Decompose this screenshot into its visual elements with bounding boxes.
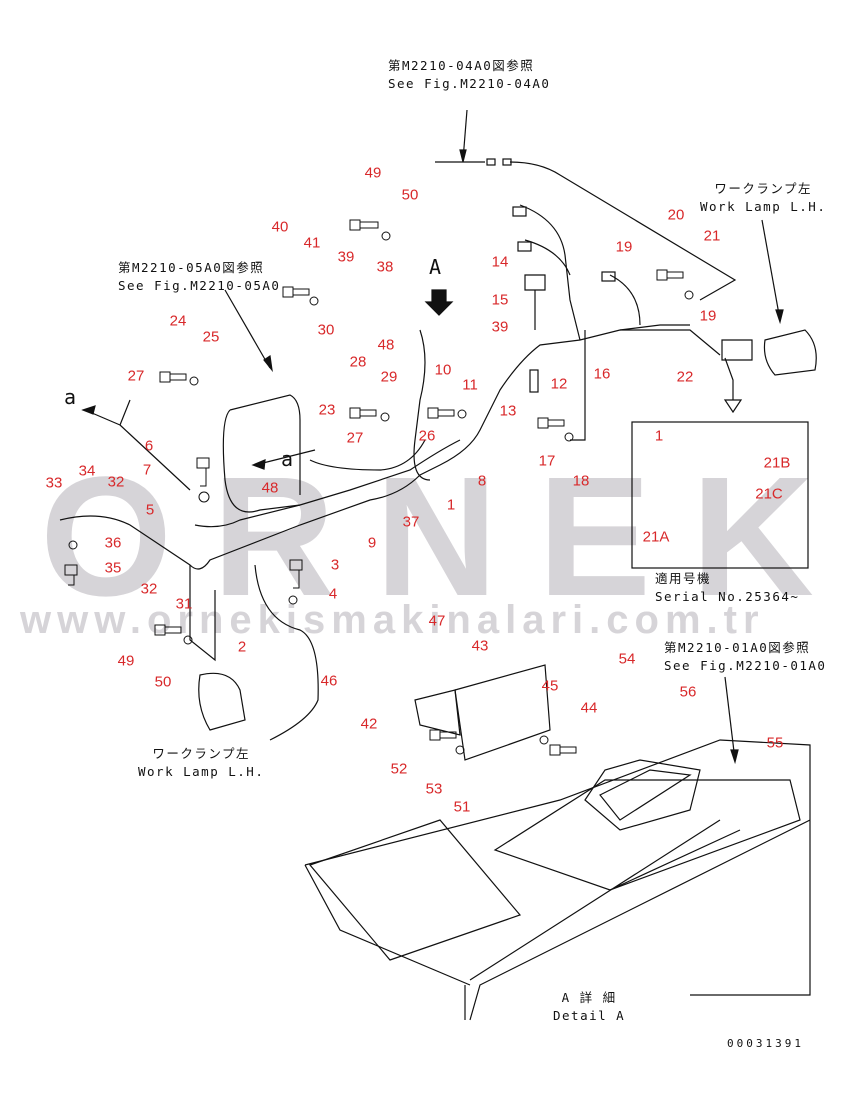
part-callout: 6	[144, 437, 154, 455]
part-callout: 49	[364, 164, 382, 182]
work-lamp-en: Work Lamp L.H.	[138, 764, 265, 779]
part-callout: 26	[418, 427, 436, 445]
part-callout: 34	[78, 462, 96, 480]
part-callout: 48	[261, 479, 279, 497]
part-callout: 49	[117, 652, 135, 670]
part-callout: 47	[428, 612, 446, 630]
part-callout: 44	[580, 699, 598, 717]
part-callout: 32	[140, 580, 158, 598]
work-lamp-caption-top: ワークランプ左 Work Lamp L.H.	[700, 180, 826, 216]
watermark-url: www.ornekismakinalari.com.tr	[20, 598, 765, 642]
part-callout: 40	[271, 218, 289, 236]
work-lamp-jp: ワークランプ左	[152, 746, 250, 761]
part-callout: 45	[541, 677, 559, 695]
reference-left-jp: 第M2210-05A0図参照	[118, 260, 265, 275]
part-callout: 27	[127, 367, 145, 385]
part-callout: 7	[142, 461, 152, 479]
part-callout: 24	[169, 312, 187, 330]
view-marker-a: a	[281, 447, 295, 471]
part-callout: 55	[766, 734, 784, 752]
serial-en: Serial No.25364~	[655, 589, 800, 604]
work-lamp-caption-bottom: ワークランプ左 Work Lamp L.H.	[138, 745, 264, 781]
part-callout: 15	[491, 291, 509, 309]
part-callout: 50	[154, 673, 172, 691]
part-callout: 41	[303, 234, 321, 252]
reference-left-en: See Fig.M2210-05A0	[118, 278, 281, 293]
part-callout: 8	[477, 472, 487, 490]
part-callout: 2	[237, 638, 247, 656]
view-marker-a: a	[64, 385, 78, 409]
view-marker-A: A	[429, 255, 443, 279]
reference-top: 第M2210-04A0図参照 See Fig.M2210-04A0	[388, 57, 550, 93]
part-callout: 56	[679, 683, 697, 701]
part-callout: 35	[104, 559, 122, 577]
part-callout: 33	[45, 474, 63, 492]
part-callout: 10	[434, 361, 452, 379]
part-callout: 14	[491, 253, 509, 271]
part-callout: 23	[318, 401, 336, 419]
reference-right-jp: 第M2210-01A0図参照	[664, 640, 811, 655]
reference-right-en: See Fig.M2210-01A0	[664, 658, 827, 673]
reference-left: 第M2210-05A0図参照 See Fig.M2210-05A0	[118, 259, 280, 295]
part-callout: 42	[360, 715, 378, 733]
reference-top-jp: 第M2210-04A0図参照	[388, 58, 535, 73]
part-callout: 22	[676, 368, 694, 386]
inset-callout: 21A	[642, 528, 670, 546]
serial-caption: 適用号機 Serial No.25364~	[655, 570, 799, 606]
part-callout: 32	[107, 473, 125, 491]
work-lamp-en: Work Lamp L.H.	[700, 199, 827, 214]
part-callout: 36	[104, 534, 122, 552]
inset-callout: 21C	[755, 485, 783, 503]
detail-jp: A 詳 細	[561, 990, 617, 1005]
inset-callout: 21B	[763, 454, 791, 472]
part-callout: 13	[499, 402, 517, 420]
drawing-number: 00031391	[727, 1037, 804, 1050]
part-callout: 20	[667, 206, 685, 224]
part-callout: 4	[328, 585, 338, 603]
work-lamp-jp: ワークランプ左	[714, 181, 812, 196]
part-callout: 25	[202, 328, 220, 346]
part-callout: 9	[367, 534, 377, 552]
part-callout: 3	[330, 556, 340, 574]
serial-jp: 適用号機	[655, 571, 712, 586]
part-callout: 54	[618, 650, 636, 668]
reference-right: 第M2210-01A0図参照 See Fig.M2210-01A0	[664, 639, 826, 675]
part-callout: 21	[703, 227, 721, 245]
part-callout: 12	[550, 375, 568, 393]
part-callout: 27	[346, 429, 364, 447]
part-callout: 11	[462, 376, 478, 394]
part-callout: 51	[453, 798, 471, 816]
part-callout: 19	[699, 307, 717, 325]
part-callout: 31	[175, 595, 193, 613]
part-callout: 39	[337, 248, 355, 266]
part-callout: 16	[593, 365, 611, 383]
part-callout: 18	[572, 472, 590, 490]
inset-callout: 1	[654, 427, 664, 445]
part-callout: 19	[615, 238, 633, 256]
part-callout: 17	[538, 452, 556, 470]
part-callout: 53	[425, 780, 443, 798]
detail-en: Detail A	[553, 1008, 626, 1023]
part-callout: 52	[390, 760, 408, 778]
part-callout: 5	[145, 501, 155, 519]
detail-caption: A 詳 細 Detail A	[553, 989, 625, 1025]
part-callout: 28	[349, 353, 367, 371]
part-callout: 29	[380, 368, 398, 386]
part-callout: 30	[317, 321, 335, 339]
part-callout: 1	[446, 496, 456, 514]
reference-top-en: See Fig.M2210-04A0	[388, 76, 551, 91]
part-callout: 38	[376, 258, 394, 276]
part-callout: 46	[320, 672, 338, 690]
part-callout: 39	[491, 318, 509, 336]
part-callout: 37	[402, 513, 420, 531]
part-callout: 48	[377, 336, 395, 354]
part-callout: 43	[471, 637, 489, 655]
part-callout: 50	[401, 186, 419, 204]
